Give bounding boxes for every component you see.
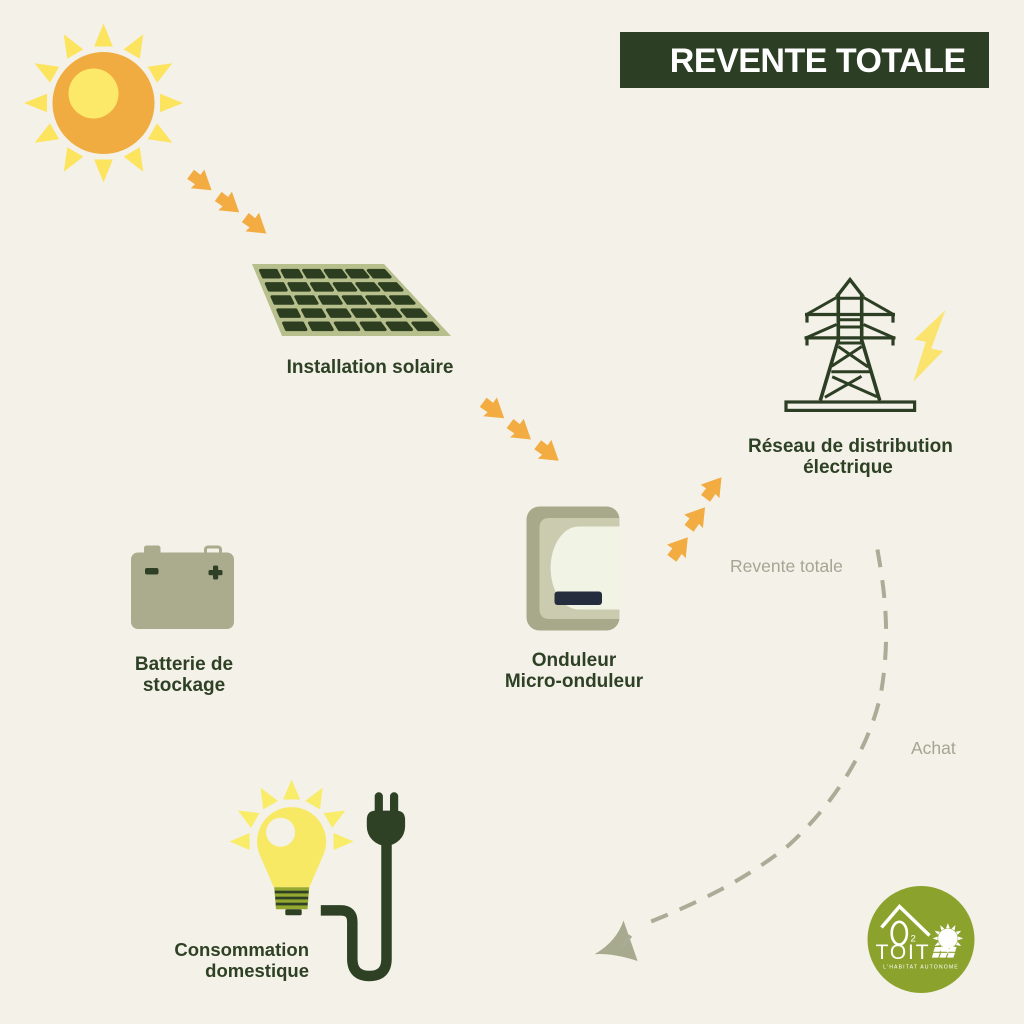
svg-text:TOIT: TOIT (876, 941, 931, 964)
svg-text:L'HABITAT AUTONOME: L'HABITAT AUTONOME (883, 964, 959, 970)
svg-text:2: 2 (911, 934, 916, 945)
